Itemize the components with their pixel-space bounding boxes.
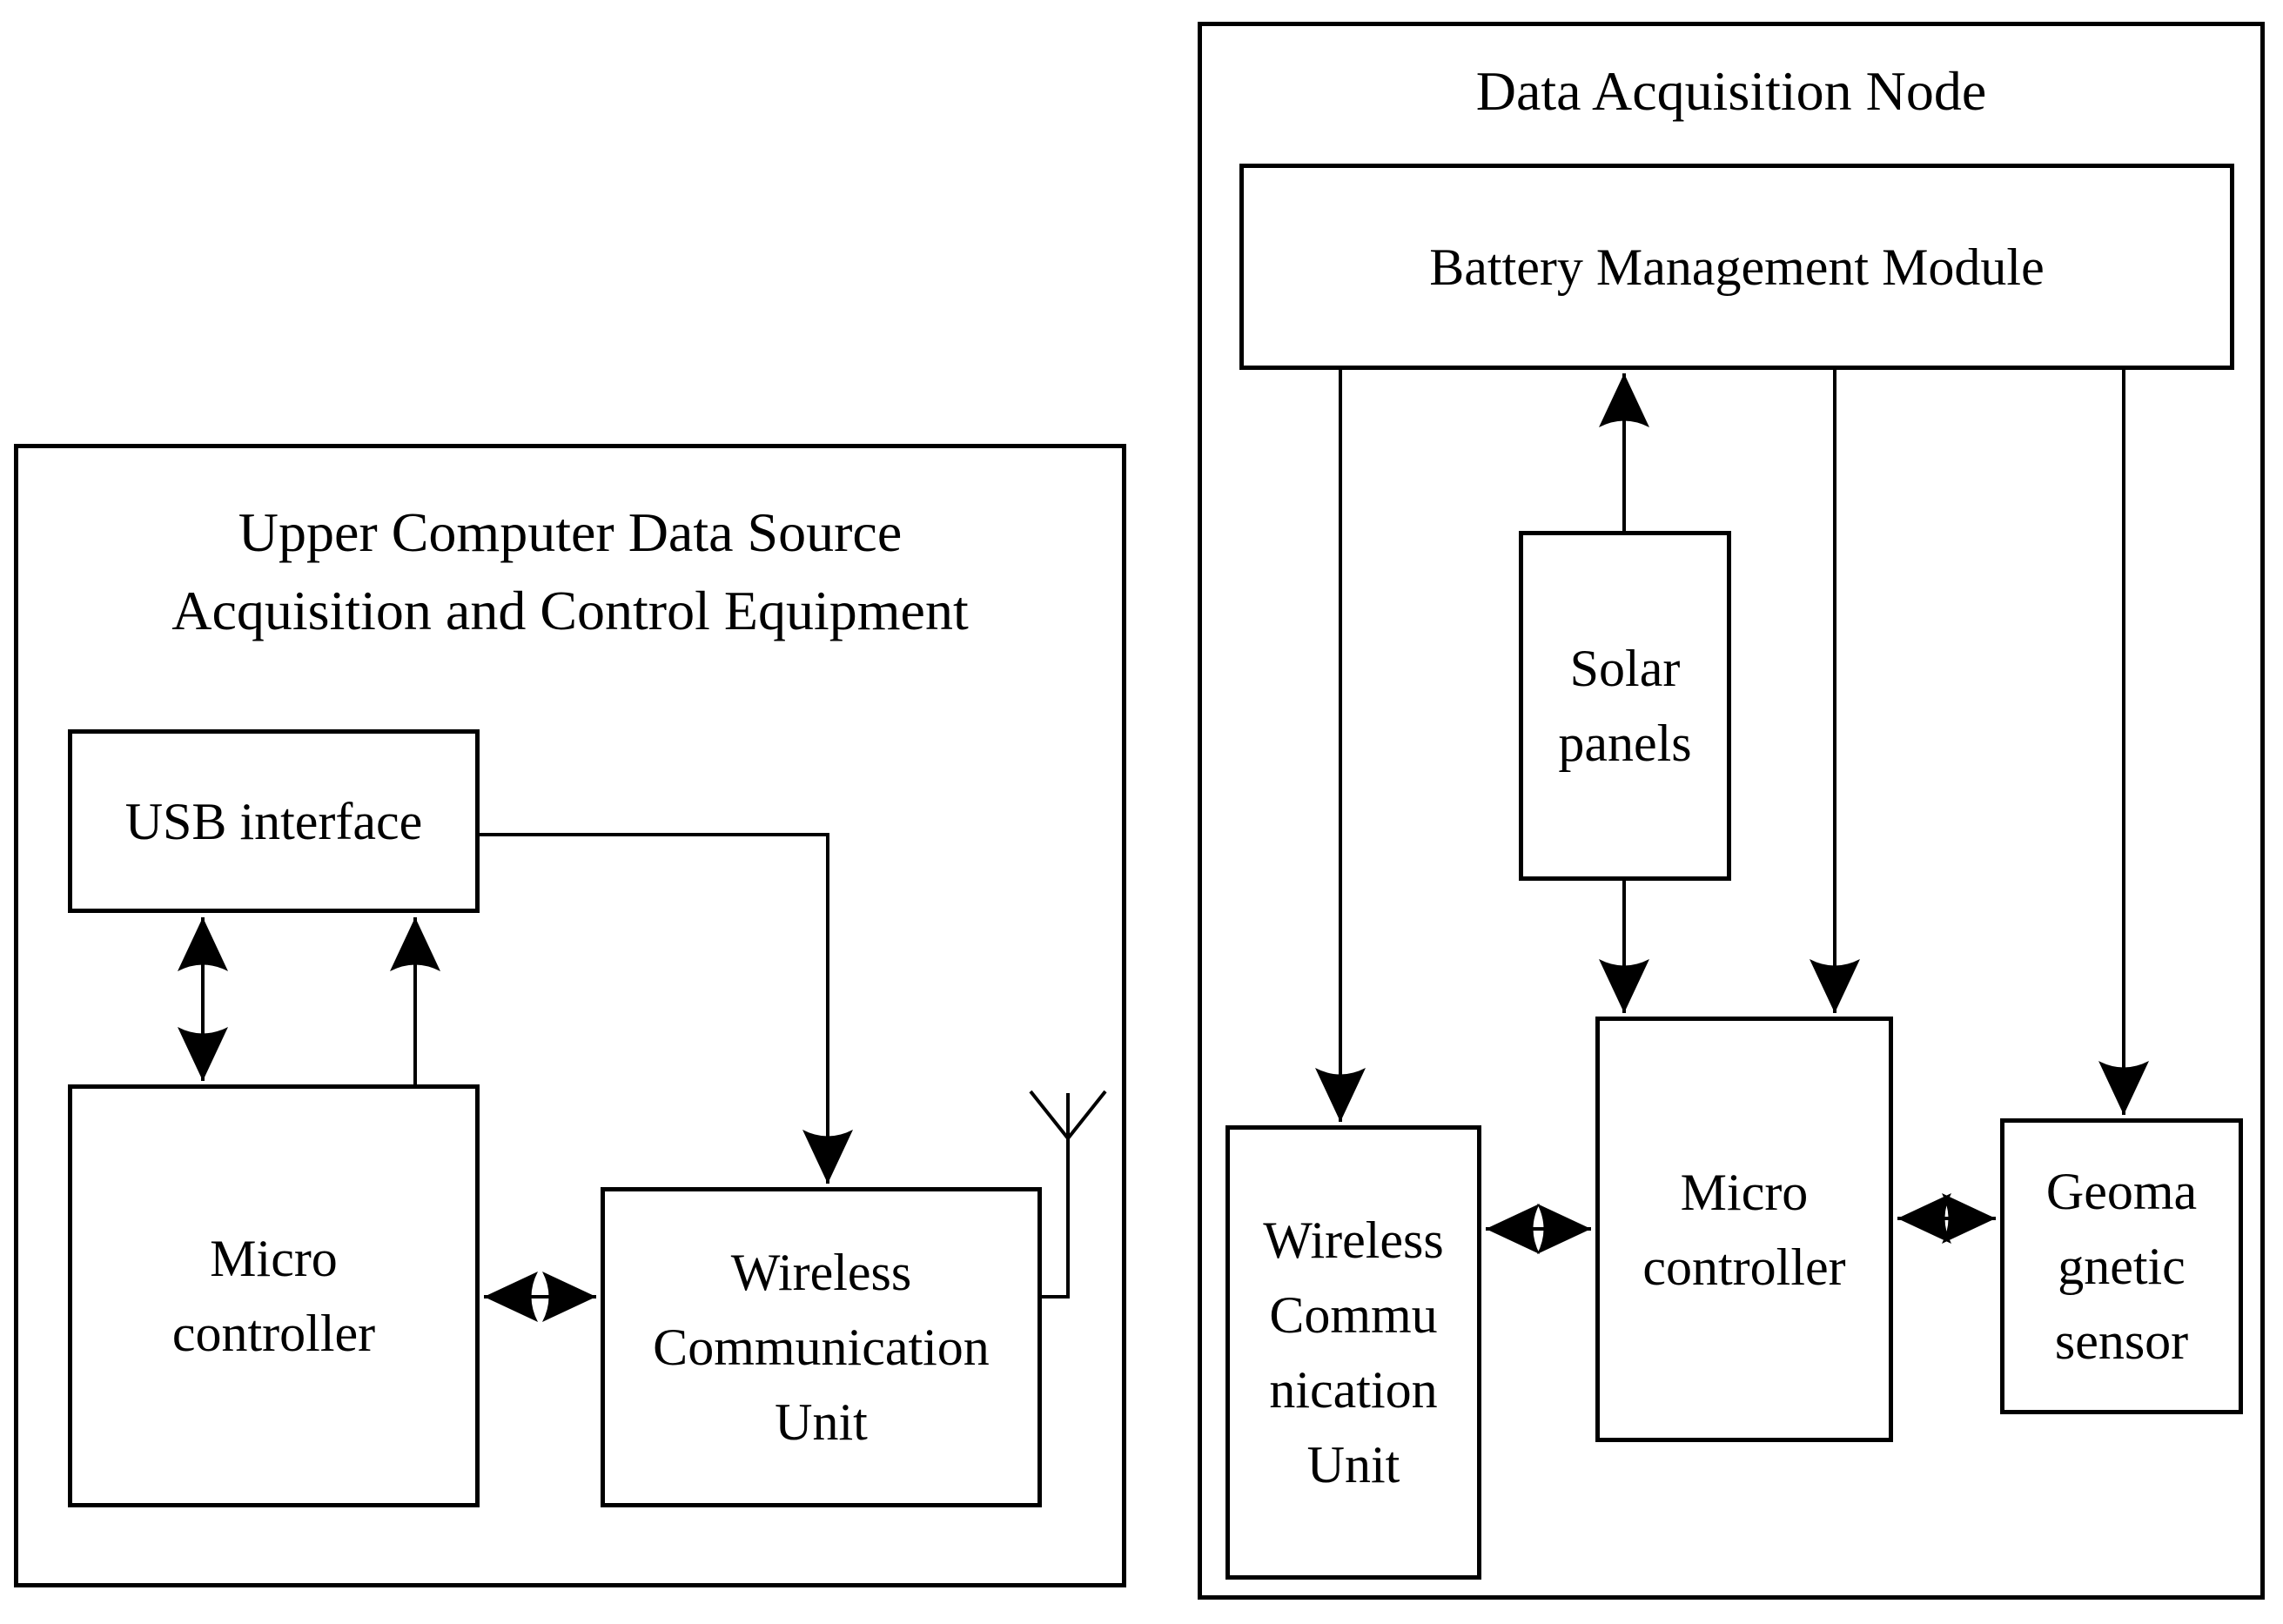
right-wireless-label-line4: Unit [1306,1436,1400,1493]
left-wireless-label-line3: Unit [775,1393,868,1451]
battery-management-label: Battery Management Module [1429,238,2045,296]
right-wireless-label-line1: Wireless [1263,1211,1444,1269]
upper-computer-title: Upper Computer Data Source Acquisition a… [18,493,1122,650]
upper-computer-group-box: Upper Computer Data Source Acquisition a… [14,444,1126,1587]
geomagnetic-label-line1: Geoma [2045,1163,2198,1220]
left-microcontroller-label-line1: Micro [210,1230,338,1287]
battery-management-box: Battery Management Module [1239,164,2234,370]
right-microcontroller-label-line2: controller [1642,1238,1846,1296]
right-wireless-label-line3: nication [1269,1361,1438,1419]
geomagnetic-sensor-box: Geoma gnetic sensor [2000,1118,2243,1414]
left-wireless-unit-box: Wireless Communication Unit [601,1187,1042,1507]
data-acquisition-node-group-box: Data Acquisition Node Battery Management… [1198,22,2265,1600]
solar-panels-label-line2: panels [1558,715,1692,772]
geomagnetic-label-line3: sensor [2054,1312,2189,1370]
data-acquisition-node-title-line: Data Acquisition Node [1475,60,1987,122]
left-wireless-label-line1: Wireless [730,1244,912,1301]
solar-panels-label-line1: Solar [1569,640,1681,697]
right-wireless-label-line2: Commu [1269,1286,1438,1344]
antenna-icon [1042,1093,1070,1299]
right-microcontroller-label-line1: Micro [1680,1163,1809,1221]
usb-to-wireless-elbow-arrow [480,833,853,1184]
solar-panels-box: Solar panels [1519,531,1731,881]
left-wireless-label-line2: Communication [653,1319,990,1376]
upper-computer-title-line2: Acquisition and Control Equipment [171,580,969,641]
right-wireless-unit-box: Wireless Commu nication Unit [1225,1125,1481,1580]
data-acquisition-node-title: Data Acquisition Node [1202,52,2260,131]
left-microcontroller-label-line2: controller [171,1305,376,1362]
antenna-fork-icon [1029,1090,1107,1142]
usb-interface-box: USB interface [68,729,480,913]
geomagnetic-label-line2: gnetic [2058,1238,2186,1295]
left-microcontroller-box: Micro controller [68,1084,480,1507]
upper-computer-title-line1: Upper Computer Data Source [238,501,903,563]
usb-interface-label: USB interface [124,792,423,850]
right-microcontroller-box: Micro controller [1595,1017,1893,1442]
